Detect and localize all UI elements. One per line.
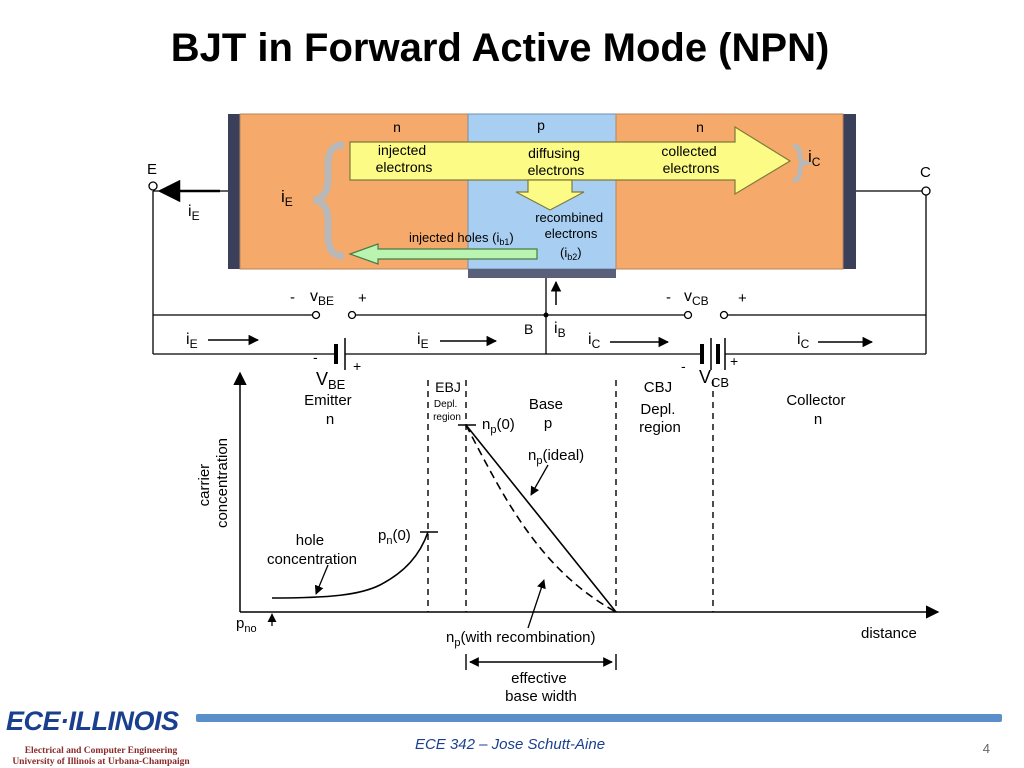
ebj-label: EBJ <box>435 379 461 395</box>
base-terminal-label: B <box>524 321 533 337</box>
VBE-battery-label: VBE <box>316 369 346 392</box>
collector-terminal-label: C <box>920 164 931 181</box>
hole-concentration-label: hole concentration <box>267 532 357 568</box>
vcb-label: vCB <box>684 288 709 308</box>
base-contact <box>468 269 616 278</box>
iE-device-label: iE <box>281 187 293 209</box>
terminals <box>148 181 931 320</box>
pno-label: pno <box>236 615 257 635</box>
effective-base-width-label: effective base width <box>505 670 577 705</box>
vbe-plus: + <box>358 290 367 307</box>
np-recomb-label: np(with recombination) <box>446 629 596 649</box>
collector-region-label: Collector n <box>786 392 849 428</box>
region-boundaries <box>427 380 714 612</box>
university-logo: ECE·ILLINOIS Electrical and Computer Eng… <box>4 706 194 768</box>
concentration-plot: carrier concentration distance Emitter n… <box>196 371 940 705</box>
iE-top-label: iE <box>188 203 200 223</box>
xlabel: distance <box>861 625 917 642</box>
VBE-battery-minus: - <box>313 349 318 365</box>
footer-course: ECE 342 – Jose Schutt-Aine <box>414 736 606 753</box>
footer-bar <box>196 714 1002 722</box>
recombination-arrow <box>515 179 585 211</box>
cbj-label: CBJ Depl. region <box>639 379 681 436</box>
emitter-terminal-node <box>148 181 158 191</box>
base-junction-dot <box>543 312 549 318</box>
vcb-plus: + <box>738 290 747 307</box>
np-recomb-pointer <box>527 579 546 629</box>
vbe-node-left <box>311 310 321 320</box>
vcb-minus: - <box>666 289 671 306</box>
logo-wordmark: ECE·ILLINOIS <box>6 706 179 736</box>
emitter-terminal-label: E <box>147 161 157 178</box>
injected-electrons-label: injected electrons <box>376 142 433 175</box>
circuit-labels: E C B iE - vBE + - vCB + iE iE iB iC iC … <box>147 161 931 392</box>
collector-terminal-node <box>921 186 931 196</box>
collector-contact <box>843 114 856 269</box>
diffusing-electrons-label: diffusing electrons <box>528 145 585 178</box>
logo-university-line: University of Illinois at Urbana-Champai… <box>12 757 190 767</box>
recombined-electrons-label: recombined electrons <box>535 210 607 241</box>
emitter-contact <box>228 114 240 269</box>
region-label-collector: n <box>696 119 704 135</box>
iE-bottom-left-label: iE <box>186 331 198 351</box>
np-ideal-pointer <box>530 464 549 496</box>
collector-region <box>615 113 844 270</box>
iE-bottom-mid-label: iE <box>417 331 429 351</box>
base-region-label: Base p <box>529 396 567 432</box>
pn0-label: pn(0) <box>378 527 411 547</box>
hole-conc-pointer <box>314 564 329 595</box>
bias-circuit <box>152 190 927 370</box>
collected-electrons-label: collected electrons <box>661 143 720 176</box>
hole-concentration-curve <box>271 531 429 599</box>
ib2-label: (ib2) <box>560 245 582 262</box>
VCB-battery-minus: - <box>681 358 686 374</box>
vbe-minus: - <box>290 289 295 306</box>
injected-holes-label: injected holes (ib1) <box>409 230 514 247</box>
iC-device-label: iC <box>808 147 821 169</box>
vcb-node-right <box>719 310 729 320</box>
emitter-current-brace <box>313 141 345 260</box>
emitter-region <box>239 113 469 270</box>
current-arrows <box>157 179 874 348</box>
np-ideal-line <box>465 424 617 613</box>
np0-label: np(0) <box>482 416 515 436</box>
VBE-battery-plus: + <box>353 358 361 374</box>
np-ideal-label: np(ideal) <box>528 447 584 467</box>
effective-base-width-marker <box>465 654 617 670</box>
electron-flow-arrow <box>349 125 792 196</box>
iB-label: iB <box>554 320 566 340</box>
region-label-emitter: n <box>393 119 401 135</box>
VCB-battery-label: VCB <box>699 367 729 390</box>
ylabel: carrier concentration <box>196 438 231 528</box>
vbe-label: vBE <box>310 288 334 308</box>
region-label-base: p <box>537 117 545 133</box>
vcb-node-left <box>683 310 693 320</box>
collector-current-brace <box>792 143 813 183</box>
slide-title: BJT in Forward Active Mode (NPN) <box>170 26 830 70</box>
page-number: 4 <box>982 741 990 756</box>
iC-bottom-mid-label: iC <box>588 331 601 351</box>
emitter-region-label: Emitter n <box>304 392 356 428</box>
iC-bottom-right-label: iC <box>797 331 810 351</box>
device-structure: n p n injected electrons diffusing elect… <box>228 113 856 278</box>
np-recombination-curve <box>465 424 617 613</box>
ebj-depl-label: Depl. region <box>433 399 461 423</box>
holes-arrow <box>348 243 538 265</box>
vbe-node-right <box>347 310 357 320</box>
logo-department-line: Electrical and Computer Engineering <box>24 746 178 756</box>
VCB-battery-plus: + <box>730 353 738 369</box>
